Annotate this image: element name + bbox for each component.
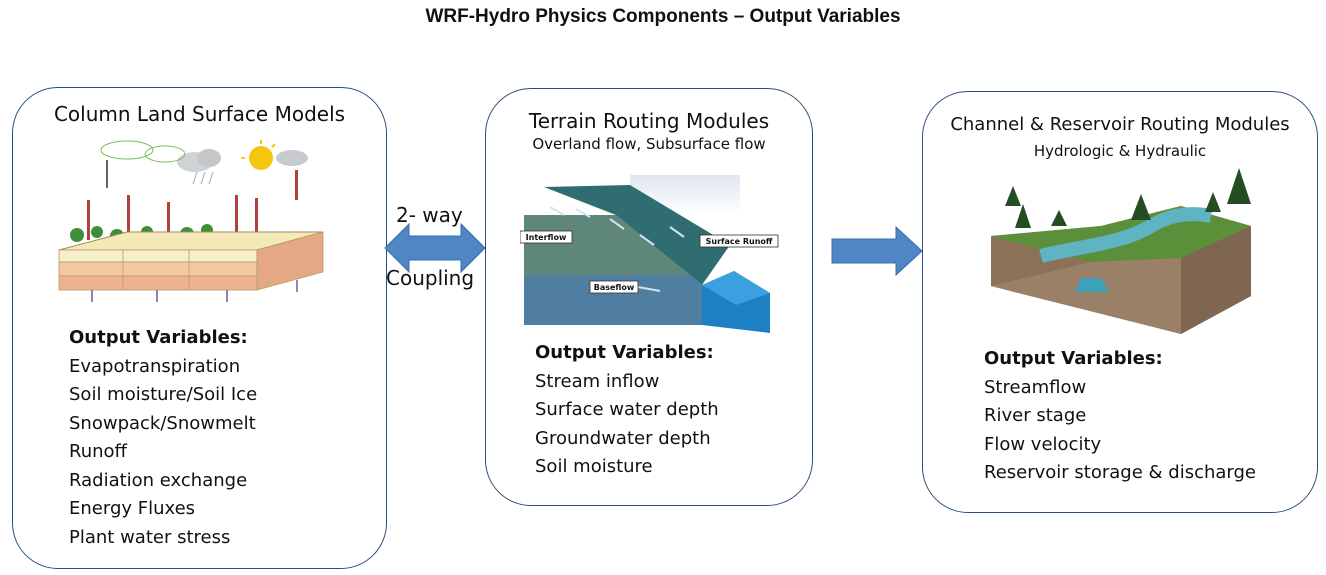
channel-reservoir-panel: Channel & Reservoir Routing Modules Hydr… (922, 91, 1318, 513)
variable-item: Flow velocity (984, 433, 1102, 455)
panel-subtitle: Hydrologic & Hydraulic (1033, 142, 1207, 160)
flow-arrow (831, 225, 923, 277)
interflow-label: Interflow (526, 233, 567, 242)
coupling-label-line2: Coupling (386, 266, 475, 290)
surface-runoff-label: Surface Runoff (706, 237, 773, 246)
variable-item: Radiation exchange (69, 469, 248, 491)
variable-item: Plant water stress (69, 526, 231, 548)
variable-item: Stream inflow (535, 370, 660, 392)
variable-item: Reservoir storage & discharge (984, 462, 1256, 483)
panel-title: Terrain Routing Modules (528, 109, 770, 133)
diagram-title: WRF-Hydro Physics Components – Output Va… (425, 6, 901, 27)
panel-subtitle: Overland flow, Subsurface flow (532, 135, 766, 153)
panel-title: Channel & Reservoir Routing Modules (950, 114, 1290, 135)
baseflow-label: Baseflow (594, 283, 635, 292)
panel-title: Column Land Surface Models (53, 102, 346, 126)
variable-item: Soil moisture (535, 456, 653, 477)
column-land-surface-panel: Column Land Surface Models (12, 87, 387, 569)
land-surface-illustration (58, 140, 324, 302)
variable-item: Surface water depth (535, 399, 719, 420)
terrain-routing-illustration: Interflow Surface Runoff Baseflow (520, 175, 779, 333)
coupling-label-line1: 2- way (396, 203, 463, 227)
channel-reservoir-illustration (991, 168, 1251, 334)
variable-item: Runoff (69, 441, 127, 462)
output-variables-heading: Output Variables: (69, 327, 248, 348)
variable-item: Snowpack/Snowmelt (69, 412, 256, 434)
output-variables-heading: Output Variables: (535, 342, 714, 363)
variable-item: Streamflow (984, 376, 1087, 398)
variable-item: Evapotranspiration (69, 355, 241, 377)
output-variables: Output Variables: Streamflow River stage… (984, 345, 1256, 488)
output-variables: Output Variables: Evapotranspiration Soi… (69, 324, 257, 552)
output-variables-heading: Output Variables: (984, 348, 1163, 369)
variable-item: River stage (984, 405, 1087, 426)
variable-item: Soil moisture/Soil Ice (69, 384, 258, 405)
output-variables: Output Variables: Stream inflow Surface … (535, 339, 719, 482)
variable-item: Energy Fluxes (69, 498, 196, 519)
variable-item: Groundwater depth (535, 427, 711, 449)
terrain-routing-panel: Terrain Routing Modules Overland flow, S… (485, 88, 813, 506)
